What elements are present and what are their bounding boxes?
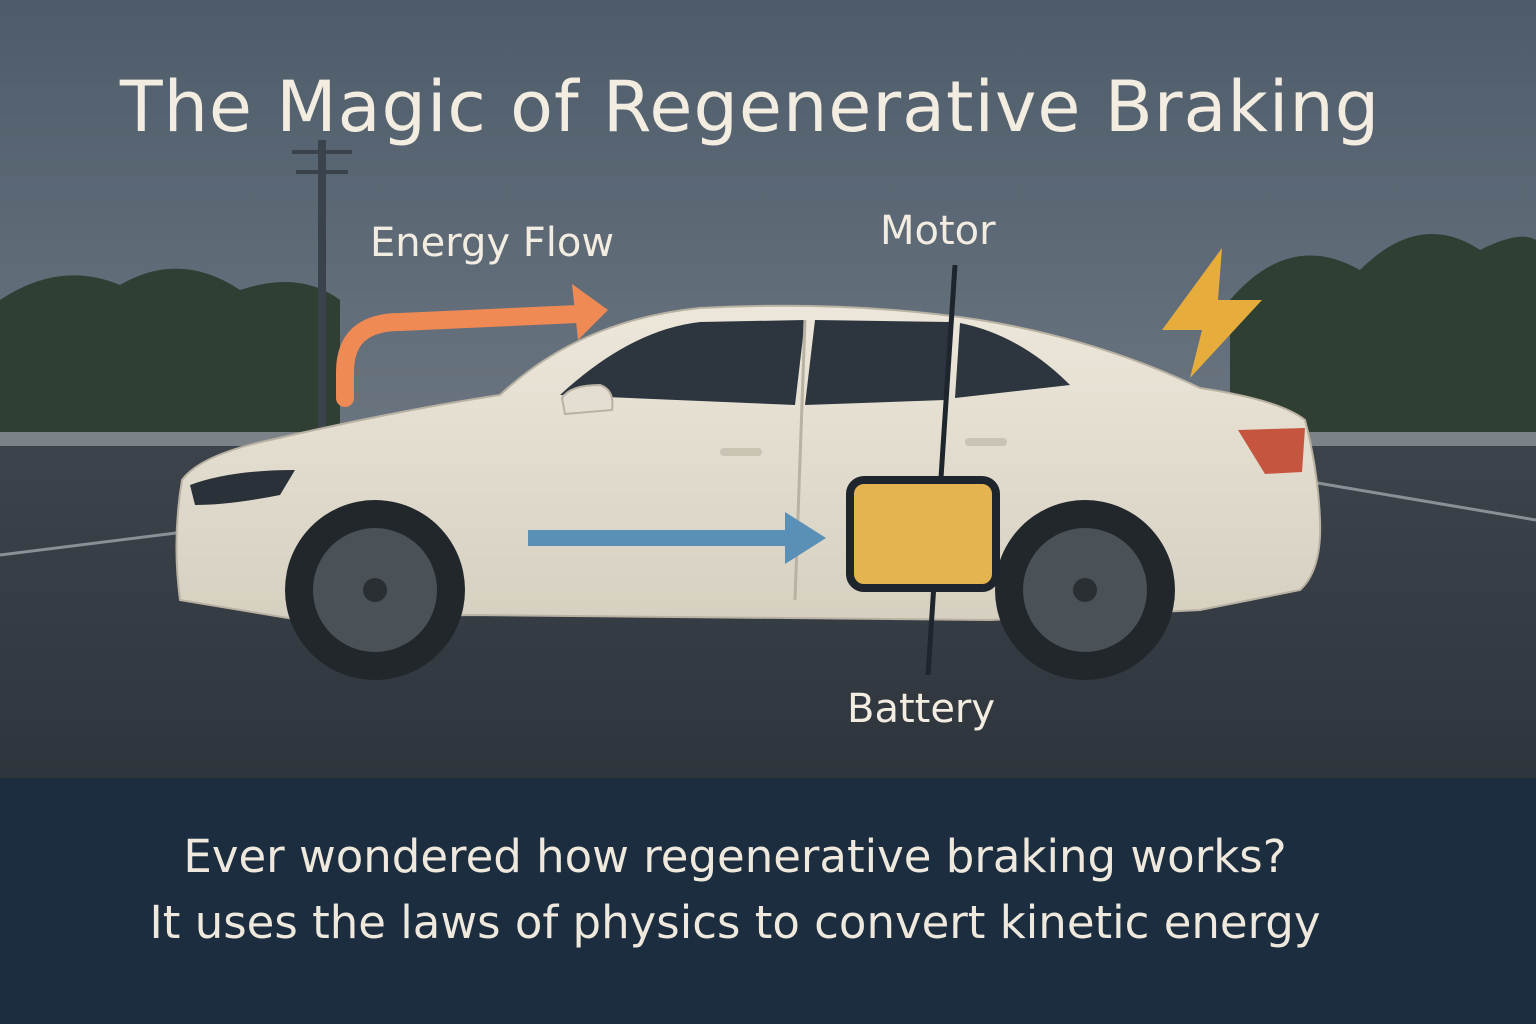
lightning-bolt-icon [1162, 248, 1262, 378]
energy-flow-arrow [336, 305, 587, 407]
trees-right [1230, 234, 1536, 440]
utility-pole [318, 140, 326, 440]
energy-flow-arrowhead [572, 284, 608, 340]
car-diagram [0, 0, 1536, 778]
trees-left [0, 268, 340, 440]
battery-box [846, 476, 1000, 592]
flow-arrow [528, 530, 788, 546]
battery-label: Battery [847, 686, 996, 732]
car [175, 304, 1322, 680]
energy-flow-label: Energy Flow [370, 220, 615, 266]
leader-line [925, 264, 958, 676]
flow-arrowhead [785, 512, 826, 564]
caption-line-2: It uses the laws of physics to convert k… [149, 896, 1321, 949]
caption-line-1: Ever wondered how regenerative braking w… [183, 830, 1287, 883]
page-title: The Magic of Regenerative Braking [119, 66, 1381, 148]
illustration-scene: The Magic of Regenerative Braking Energy… [0, 0, 1536, 778]
motor-label: Motor [880, 208, 996, 254]
caption-panel: Ever wondered how regenerative braking w… [0, 778, 1536, 1024]
